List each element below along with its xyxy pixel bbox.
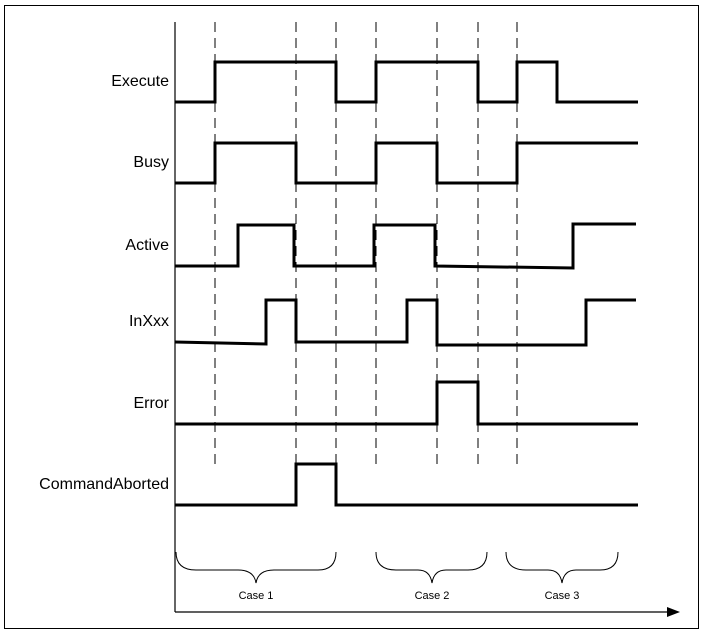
waveform-active [175,222,636,270]
signal-label-inxxx: InXxx [129,313,169,330]
event-markers [214,22,518,470]
time-axis-arrowhead [667,607,680,617]
case-brace [375,551,488,584]
waveform-inxxx [174,298,636,347]
case-label: Case 2 [415,590,450,602]
waveform-commandaborted [175,462,638,507]
signal-label-commandaborted: CommandAborted [39,476,169,493]
case-brace [505,551,619,584]
signal-label-active: Active [125,237,169,254]
diagram-frame [4,5,699,629]
case-label: Case 3 [545,590,580,602]
case-label: Case 1 [239,590,274,602]
signal-label-busy: Busy [133,154,169,171]
case-brace [175,551,337,584]
signal-label-execute: Execute [111,73,169,90]
waveform-execute [175,60,638,104]
signal-label-error: Error [133,395,169,412]
waveform-error [175,380,638,426]
waveform-busy [175,141,638,185]
